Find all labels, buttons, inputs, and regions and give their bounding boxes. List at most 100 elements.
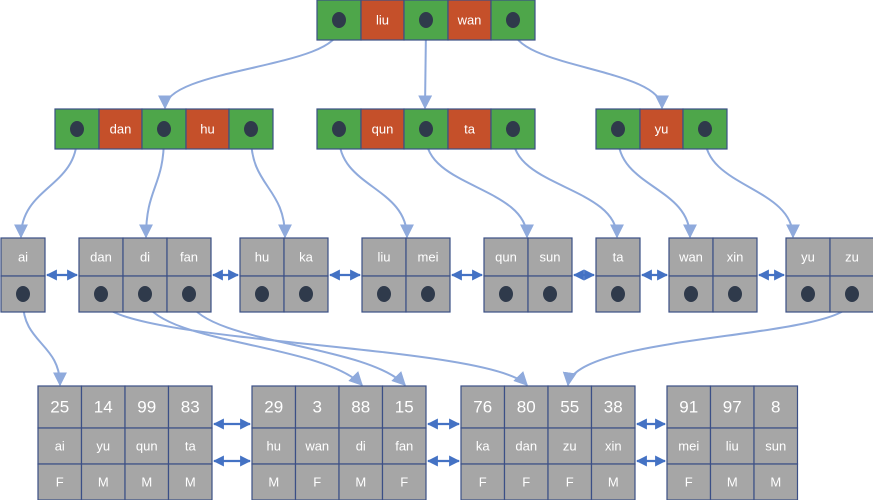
record-pointer-edge [22,301,67,387]
key-label: dan [110,122,132,137]
pointer-dot-icon [543,286,557,302]
record-name: wan [304,439,329,454]
record-gender-cell [753,463,799,500]
leaf-key-cell [0,237,46,277]
record-name-cell [753,427,799,465]
leaf-key-cell [595,237,641,277]
leaf-key-label: hu [255,250,269,265]
record-age: 3 [313,398,322,417]
record-gender: F [313,475,321,490]
record-gender-cell [251,463,297,500]
record-age: 80 [517,398,536,417]
leaf-key-label: ai [18,250,28,265]
record-gender: F [479,475,487,490]
record-gender: F [566,475,574,490]
record-age-cell [294,385,340,429]
tree-edge [418,27,433,110]
leaf-pointer-cell [78,275,124,313]
record-pointer-edge [144,301,363,387]
record-name: liu [726,439,739,454]
tree-edge [338,136,414,239]
pointer-dot-icon [499,286,513,302]
pointer-dot-icon [332,12,346,28]
record-gender: M [141,475,152,490]
record-age-cell [709,385,755,429]
record-gender-cell [666,463,712,500]
leaf-node: ta [595,237,641,313]
pointer-dot-icon [182,286,196,302]
record-name: fan [395,439,413,454]
tree-edge [617,136,697,239]
leaf-key-label: ka [299,250,314,265]
pointer-cell [490,108,536,150]
record-gender: F [522,475,530,490]
record-age-cell [167,385,213,429]
pointer-dot-icon [684,286,698,302]
record-gender: M [727,475,738,490]
record-name-cell [37,427,83,465]
record-name: hu [267,439,281,454]
record-age: 14 [94,398,113,417]
record-gender-cell [80,463,126,500]
record-age-cell [381,385,427,429]
key-label: wan [457,13,482,28]
record-gender: M [608,475,619,490]
record-gender: M [268,475,279,490]
key-label: yu [655,122,669,137]
record-age-cell [503,385,549,429]
tree-edges [14,27,853,387]
leaf-pointer-cell [361,275,407,313]
record-age: 55 [560,398,579,417]
tree-edge [512,136,624,239]
record-age: 8 [771,398,780,417]
record-gender-cell [167,463,213,500]
leaf-key-label: zu [845,250,859,265]
key-cell [639,108,684,150]
pointer-dot-icon [70,121,84,137]
record-name: zu [563,439,577,454]
sibling-links [45,269,786,467]
leaf-key-cell [668,237,714,277]
record-name: yu [96,439,110,454]
pointer-dot-icon [506,121,520,137]
pointer-dot-icon [611,121,625,137]
record-name: qun [136,439,158,454]
record-name-cell [460,427,506,465]
record-gender-cell [503,463,549,500]
record-gender-cell [460,463,506,500]
record-age: 25 [50,398,69,417]
record-age: 29 [264,398,283,417]
leaf-key-cell [829,237,873,277]
record-name-cell [381,427,427,465]
tree-edge [704,136,800,239]
pointer-dot-icon [244,121,258,137]
record-name-cell [590,427,636,465]
key-label: qun [372,122,394,137]
record-gender-cell [547,463,593,500]
leaf-node: hu ka [239,237,329,313]
record-gender-cell [709,463,755,500]
record-name-cell [666,427,712,465]
leaf-key-cell [283,237,329,277]
leaf-key-label: fan [180,250,198,265]
pointer-dot-icon [728,286,742,302]
record-gender: F [56,475,64,490]
record-age: 99 [137,398,156,417]
pointer-dot-icon [611,286,625,302]
record-name-cell [80,427,126,465]
record-gender: F [400,475,408,490]
record-age: 91 [679,398,698,417]
record-name: ta [185,439,197,454]
record-name-cell [167,427,213,465]
record-gender: F [685,475,693,490]
pointer-dot-icon [421,286,435,302]
tree-edge [512,27,669,110]
